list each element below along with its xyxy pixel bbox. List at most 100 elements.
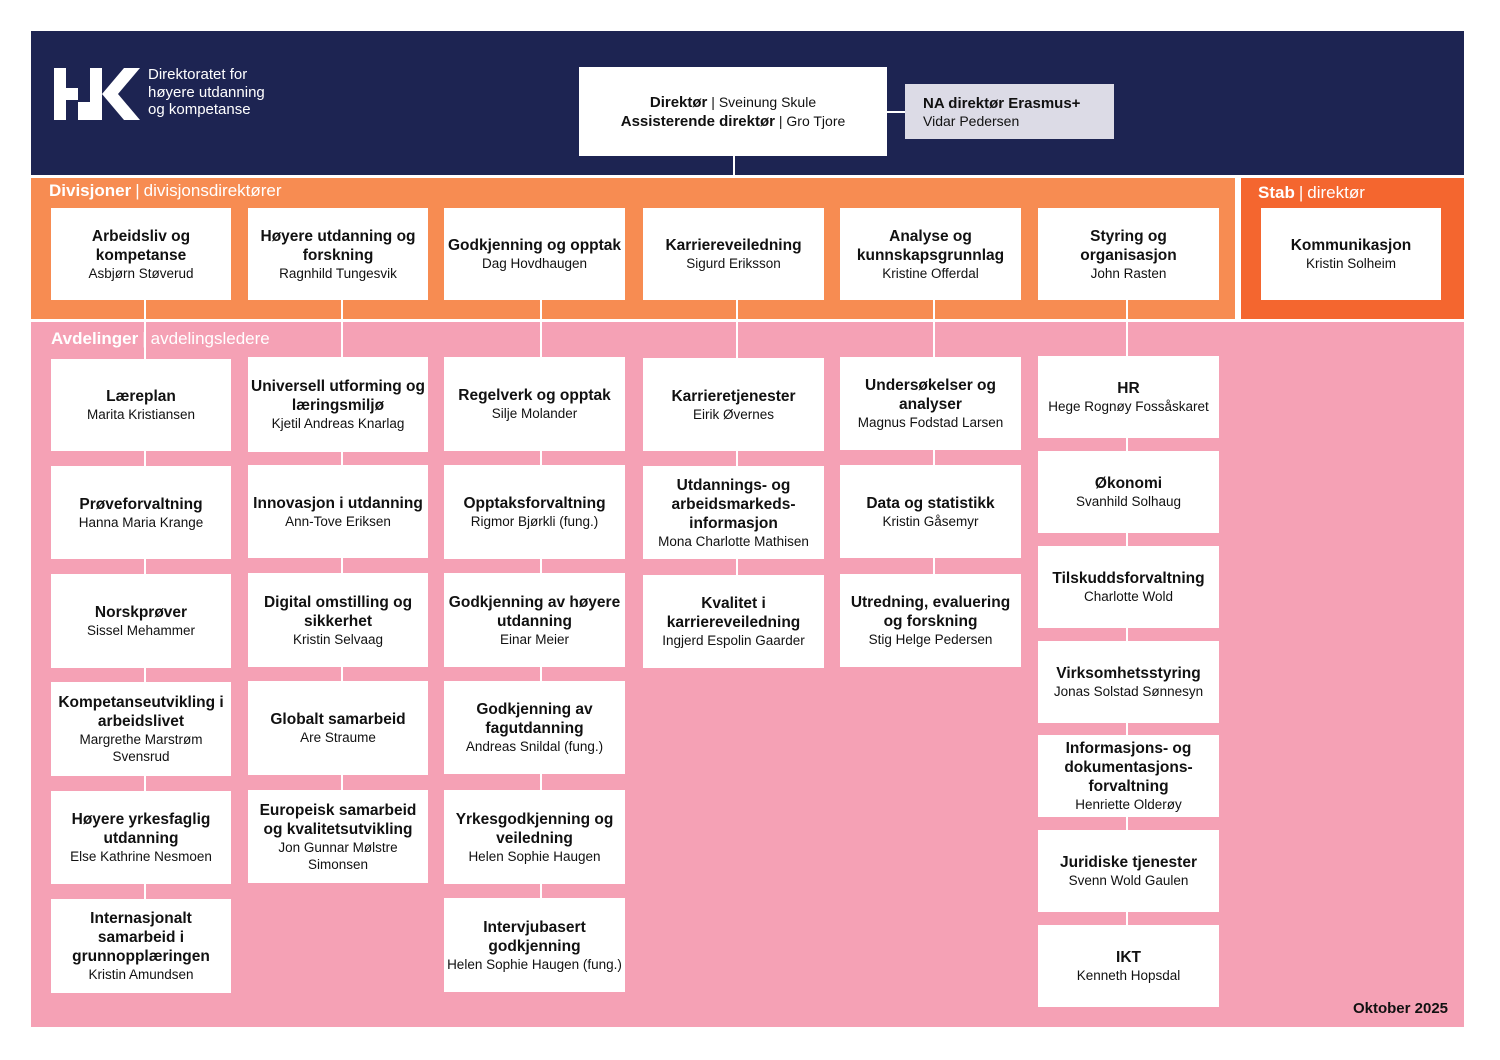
division-box-name: Kristine Offerdal (882, 265, 979, 281)
department-chain-line (736, 559, 738, 575)
division-to-department-line (933, 300, 935, 357)
division-box-title: Arbeidsliv og kompetanse (91, 227, 191, 264)
director-row: Direktør | Sveinung Skule (649, 93, 817, 111)
department-box-name: Hanna Maria Krange (78, 514, 204, 530)
department-box-name: Henriette Olderøy (1075, 797, 1182, 812)
department-box-title: Økonomi (1094, 475, 1163, 492)
department-chain-line (341, 558, 343, 573)
na-director-title: NA direktør Erasmus+ (923, 94, 1081, 112)
department-chain-line (1126, 817, 1128, 830)
department-box-name: Mona Charlotte Mathisen (658, 533, 809, 549)
department-box-name: Helen Sophie Haugen (fung.) (447, 956, 622, 972)
department-box-name: Ann-Tove Eriksen (285, 513, 391, 529)
director-connector-line (733, 156, 735, 178)
division-box-title: Høyere utdanning og forskning (260, 227, 416, 264)
department-box-title: Utdannings- og arbeidsmarkeds-informasjo… (671, 476, 796, 532)
division-to-department-line (341, 300, 343, 357)
stab-name: Kristin Solheim (1305, 256, 1397, 271)
department-box: HR Hege Rognøy Fossåskaret (1038, 356, 1219, 438)
division-box-title: Analyse og kunnskapsgrunnlag (856, 227, 1005, 264)
department-chain-line (341, 667, 343, 681)
department-box-title: Godkjenning av fagutdanning (476, 701, 593, 737)
department-box-name: Ingjerd Espolin Gaarder (662, 633, 805, 648)
department-chain-line (1126, 723, 1128, 735)
department-chain-line (540, 667, 542, 681)
division-to-department-line (144, 300, 146, 359)
department-chain-line (144, 559, 146, 574)
division-box-title: Karriereveiledning (665, 237, 802, 254)
department-box: Internasjonalt samarbeid i grunnopplærin… (51, 899, 231, 993)
department-box-title: Undersøkelser og analyser (865, 377, 996, 413)
department-chain-line (144, 776, 146, 791)
departments-band-title: Avdelinger|avdelingsledere (51, 329, 270, 348)
department-chain-line (1126, 628, 1128, 641)
division-to-department-line (540, 300, 542, 357)
department-chain-line (540, 774, 542, 790)
department-box-name: Kristin Amundsen (88, 967, 194, 982)
department-chain-line (540, 884, 542, 898)
department-chain-line (1126, 438, 1128, 451)
department-box-title: Kompetanseutvikling i arbeidslivet (58, 694, 224, 730)
hk-dir-logo-icon (54, 68, 140, 120)
department-box-name: Kenneth Hopsdal (1076, 968, 1181, 983)
department-box-title: Karrieretjenester (671, 387, 796, 405)
department-box-name: Helen Sophie Haugen (468, 848, 601, 864)
department-chain-line (540, 559, 542, 573)
department-box-name: Hege Rognøy Fossåskaret (1048, 399, 1209, 414)
department-chain-line (144, 884, 146, 899)
division-box-title: Styring og organisasjon (1080, 227, 1177, 264)
division-box-name: Dag Hovdhaugen (481, 256, 588, 271)
department-chain-line (341, 452, 343, 465)
department-box-name: Are Straume (300, 730, 376, 745)
department-box-name: Jon Gunnar Mølstre Simonsen (278, 839, 398, 872)
department-box-name: Andreas Snildal (fung.) (465, 739, 604, 754)
department-box-name: Kristin Selvaag (292, 631, 384, 647)
department-box-name: Stig Helge Pedersen (868, 632, 993, 647)
department-box-name: Einar Meier (499, 631, 570, 647)
department-box-title: Informasjons- og dokumentasjons-forvaltn… (1064, 740, 1193, 795)
logo-wordmark: Direktoratet for høyere utdanning og kom… (148, 66, 265, 118)
department-chain-line (540, 451, 542, 465)
department-box-name: Sissel Mehammer (86, 623, 196, 638)
department-box-name: Magnus Fodstad Larsen (857, 415, 1004, 430)
department-chain-line (736, 451, 738, 466)
department-box: Utdannings- og arbeidsmarkeds-informasjo… (643, 466, 824, 559)
department-chain-line (144, 451, 146, 466)
department-box-name: Svenn Wold Gaulen (1068, 873, 1189, 888)
department-chain-line (933, 558, 935, 574)
department-chain-line (144, 668, 146, 682)
department-box-title: Tilskuddsforvaltning (1052, 570, 1205, 587)
na-connector-line (887, 111, 905, 113)
department-chain-line (341, 775, 343, 790)
division-box-title: Godkjenning og opptak (447, 237, 622, 254)
na-director-name: Vidar Pedersen (923, 112, 1020, 129)
divisions-band: Divisjoner|divisjonsdirektører (31, 178, 1235, 319)
division-to-department-line (736, 300, 738, 358)
department-box-name: Rigmor Bjørkli (fung.) (470, 514, 599, 529)
department-box-title: HR (1117, 380, 1140, 397)
department-chain-line (933, 450, 935, 465)
date-label: Oktober 2025 (1352, 1000, 1448, 1017)
department-box-title: Norskprøver (94, 604, 188, 621)
division-box-name: Asbjørn Støverud (88, 265, 194, 281)
department-box-title: Innovasjon i utdanning (253, 494, 423, 512)
department-box-name: Marita Kristiansen (86, 407, 196, 422)
